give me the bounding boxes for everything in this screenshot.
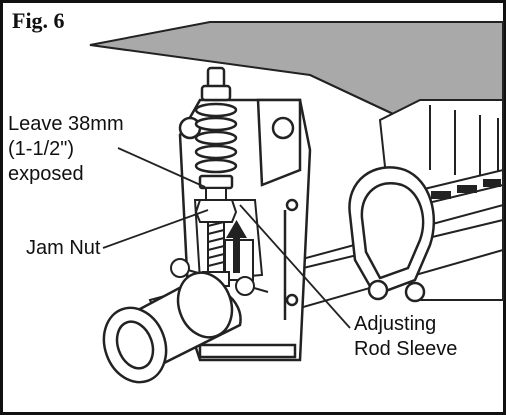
callout-leave-line3: exposed: [8, 162, 84, 186]
spring-assembly: [194, 66, 238, 190]
up-arrow: [226, 220, 247, 273]
callout-leave-line1: Leave 38mm: [8, 112, 124, 136]
jam-nut: [194, 199, 238, 223]
shaft-clamp: [348, 166, 435, 303]
callout-leave-line2: (1-1/2"): [8, 137, 75, 161]
shaft-end: [102, 271, 242, 384]
leader-lines: [102, 147, 351, 329]
callout-adjusting-line1: Adjusting: [354, 312, 437, 336]
figure-label: Fig. 6: [10, 8, 69, 34]
callout-jam-nut: Jam Nut: [26, 236, 101, 260]
callout-adjusting-line2: Rod Sleeve: [354, 337, 458, 361]
side-bolts: [170, 258, 269, 296]
